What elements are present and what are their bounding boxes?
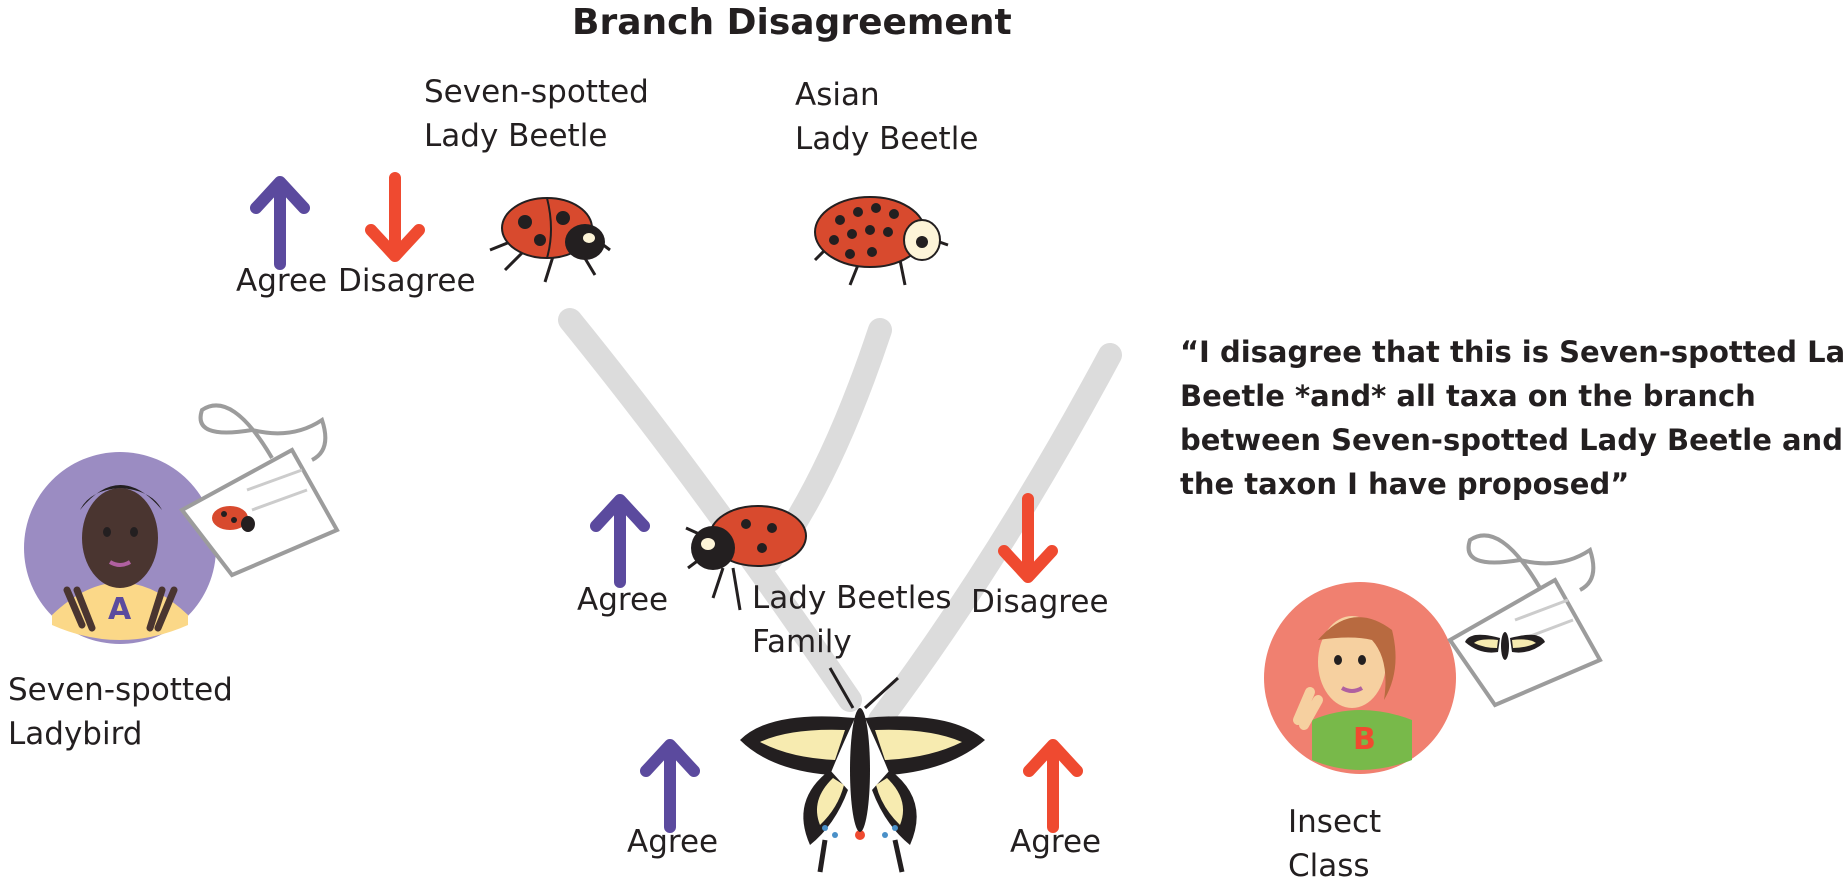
agree-arrow-icon	[250, 176, 310, 270]
identifier-b-badge: B	[1353, 722, 1376, 757]
tag-icon	[1447, 533, 1603, 708]
identifier-b-avatar	[1264, 582, 1456, 774]
identifier-a-avatar	[24, 452, 216, 644]
agree-label: Agree	[236, 263, 328, 299]
identifier-a-badge: A	[108, 592, 132, 627]
disagree-label: Disagree	[971, 584, 1109, 620]
disagree-label: Disagree	[338, 263, 476, 299]
agree-label: Agree	[577, 582, 669, 618]
disagree-arrow-icon	[365, 172, 425, 262]
agree-label: Agree	[627, 824, 719, 860]
diagram-title: Branch Disagreement	[572, 2, 1012, 43]
asian-lady-beetle-icon	[813, 196, 949, 286]
branch-insect	[868, 343, 1122, 732]
identifier-b-taxon-label: Insect Class	[1288, 804, 1382, 884]
taxon-family-label: Lady Beetles Family	[752, 580, 952, 660]
tag-icon	[178, 403, 340, 578]
agree-arrow-icon	[640, 739, 700, 833]
identifier-a-taxon-label: Seven-spotted Ladybird	[8, 672, 233, 752]
agree-label: Agree	[1010, 824, 1102, 860]
disagree-arrow-icon	[998, 493, 1058, 583]
agree-arrow-icon	[1023, 739, 1083, 833]
branch-seven-spotted	[558, 308, 862, 712]
disagreement-quote: “I disagree that this is Seven-spotted L…	[1180, 335, 1844, 501]
swallowtail-butterfly-icon	[740, 667, 985, 873]
taxon-seven-spotted-label: Seven-spotted Lady Beetle	[424, 74, 649, 154]
lady-beetle-family-icon	[685, 505, 807, 611]
agree-arrow-icon	[590, 494, 650, 588]
taxon-asian-label: Asian Lady Beetle	[795, 77, 979, 157]
seven-spotted-lady-beetle-icon	[489, 197, 611, 283]
